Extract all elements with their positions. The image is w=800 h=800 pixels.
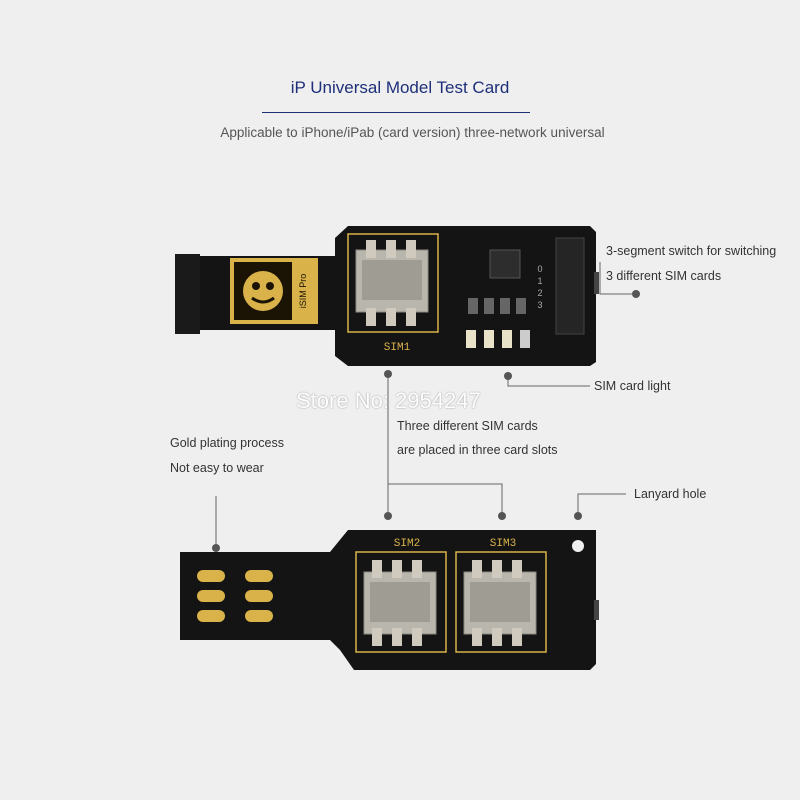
gold-contacts [197, 570, 273, 622]
gold-annotation-line2: Not easy to wear [170, 461, 264, 475]
page-title: iP Universal Model Test Card [290, 78, 510, 97]
svg-text:2: 2 [537, 288, 542, 298]
sim-light-annotation: SIM card light [594, 379, 671, 393]
ic-chip [489, 249, 521, 279]
switch-annotation-line2: 3 different SIM cards [606, 269, 722, 283]
svg-text:3: 3 [537, 300, 542, 310]
top-test-card: iSIM Pro SIM1 [175, 226, 599, 366]
svg-text:1: 1 [537, 276, 542, 286]
lanyard-annotation: Lanyard hole [634, 487, 707, 501]
title-underline [262, 112, 530, 113]
lanyard-hole [572, 540, 584, 552]
gold-annotation-line1: Gold plating process [170, 436, 284, 450]
sim1-slot: SIM1 [347, 233, 439, 354]
page-subtitle: Applicable to iPhone/iPab (card version)… [220, 125, 605, 140]
sim-leds [466, 298, 530, 348]
callout-dots [212, 290, 640, 552]
sim1-label: SIM1 [384, 342, 411, 354]
bottom-test-card: SIM2 SIM3 [180, 530, 599, 670]
logo-text: iSIM Pro [298, 274, 308, 309]
svg-text:0: 0 [537, 264, 542, 274]
sim3-slot: SIM3 [455, 538, 547, 653]
sim3-label: SIM3 [490, 538, 516, 550]
three-segment-switch [555, 237, 585, 335]
switch-digits: 0 1 2 3 [537, 264, 542, 310]
sim2-slot: SIM2 [355, 538, 447, 653]
sim2-label: SIM2 [394, 538, 420, 550]
switch-annotation-line1: 3-segment switch for switching [606, 244, 777, 258]
isim-pro-logo: iSIM Pro [230, 258, 318, 324]
three-sims-annotation-line2: are placed in three card slots [397, 443, 558, 457]
store-watermark: Store No: 2954247 [296, 388, 481, 413]
three-sims-annotation-line1: Three different SIM cards [397, 419, 538, 433]
